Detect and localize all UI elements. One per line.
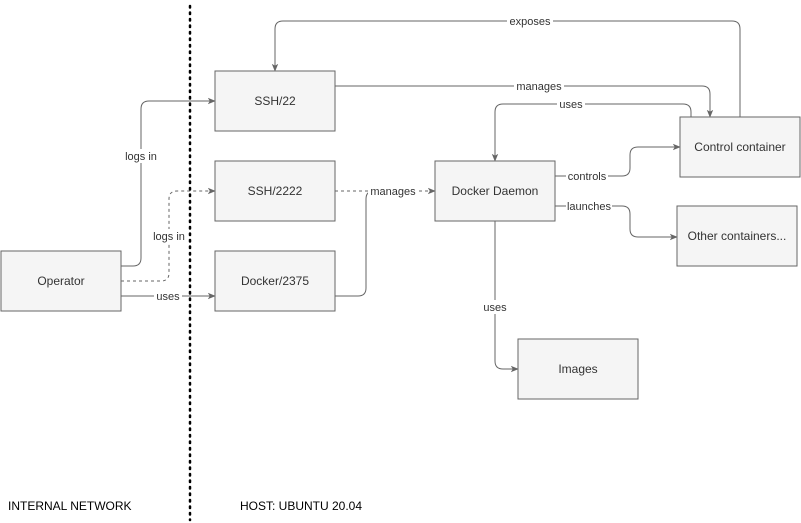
edge-label-control-exposes-ssh22: exposes (507, 14, 553, 28)
edge-operator-ssh2222[interactable] (121, 187, 216, 282)
svg-text:Images: Images (558, 362, 597, 376)
edge-label-daemon-uses-images: uses (481, 300, 509, 314)
svg-text:controls: controls (568, 171, 607, 183)
svg-text:logs in: logs in (125, 151, 157, 163)
svg-text:manages: manages (516, 81, 562, 93)
edge-ssh22-manages-control[interactable] (335, 85, 714, 118)
node-images[interactable]: Images (517, 338, 639, 400)
edge-docker2375-daemon[interactable] (335, 190, 395, 297)
svg-text:manages: manages (370, 186, 416, 198)
svg-text:uses: uses (156, 291, 180, 303)
edge-control-uses-daemon[interactable] (491, 103, 692, 162)
edge-daemon-launches-others[interactable] (555, 205, 678, 241)
node-docker-daemon[interactable]: Docker Daemon (434, 160, 556, 222)
svg-text:SSH/2222: SSH/2222 (248, 184, 303, 198)
svg-text:logs in: logs in (153, 231, 185, 243)
edge-label-ssh22-manages-control: manages (514, 79, 564, 93)
svg-text:Control container: Control container (694, 140, 785, 154)
edge-label-operator-ssh22: logs in (122, 149, 160, 163)
svg-text:uses: uses (483, 302, 507, 314)
svg-text:Other containers...: Other containers... (688, 229, 787, 243)
edge-label-daemon-launches-others: launches (566, 199, 612, 213)
edge-daemon-uses-images[interactable] (494, 221, 519, 373)
svg-text:Operator: Operator (37, 274, 84, 288)
svg-text:launches: launches (567, 201, 612, 213)
node-operator[interactable]: Operator (0, 250, 122, 312)
svg-text:SSH/22: SSH/22 (254, 94, 296, 108)
svg-text:exposes: exposes (510, 16, 551, 28)
node-ssh22[interactable]: SSH/22 (214, 70, 336, 132)
edge-operator-ssh22[interactable] (121, 97, 216, 267)
edge-label-ssh2222-manages-daemon: manages (368, 184, 418, 198)
edge-daemon-controls-control[interactable] (555, 143, 681, 177)
node-control-container[interactable]: Control container (679, 116, 801, 178)
svg-text:uses: uses (559, 99, 583, 111)
edge-control-exposes-ssh22[interactable] (271, 20, 741, 117)
edge-label-operator-ssh2222: logs in (150, 229, 188, 243)
host-label: HOST: UBUNTU 20.04 (240, 499, 362, 513)
svg-text:Docker/2375: Docker/2375 (241, 274, 309, 288)
node-docker2375[interactable]: Docker/2375 (214, 250, 336, 312)
internal-network-label: INTERNAL NETWORK (8, 499, 132, 513)
node-other-containers[interactable]: Other containers... (676, 205, 798, 267)
node-ssh2222[interactable]: SSH/2222 (214, 160, 336, 222)
edge-label-operator-docker2375: uses (154, 289, 182, 303)
edge-label-control-uses-daemon: uses (557, 97, 585, 111)
edge-label-daemon-controls-control: controls (566, 169, 608, 183)
svg-text:Docker Daemon: Docker Daemon (452, 184, 539, 198)
